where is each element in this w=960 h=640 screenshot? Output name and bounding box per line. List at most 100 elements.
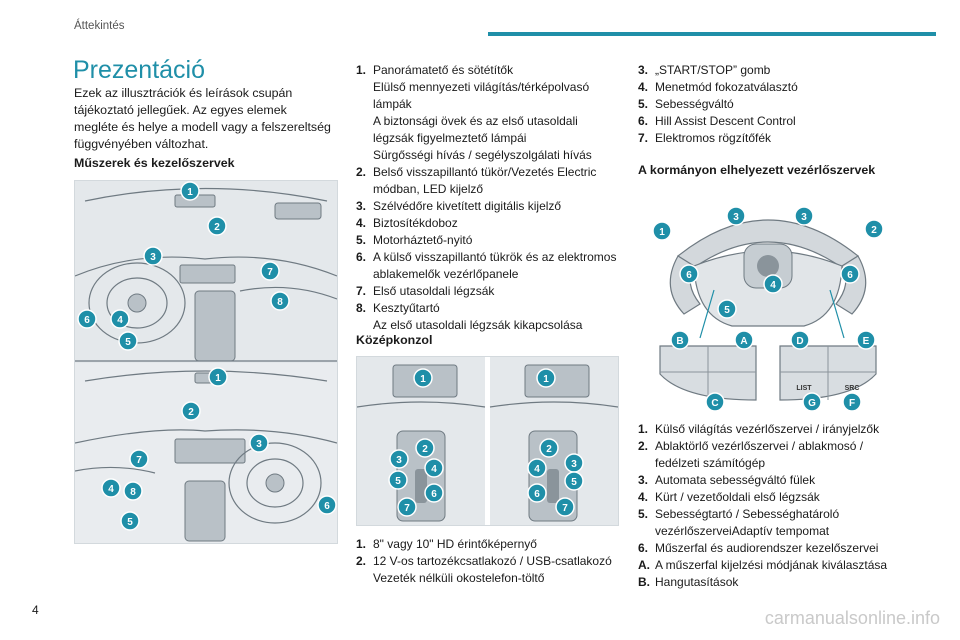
- item-line: Elülső mennyezeti világítás/térképolvasó: [373, 80, 590, 94]
- instruments-heading: Műszerek és kezelőszervek: [74, 156, 235, 170]
- item-line: 12 V-os tartozékcsatlakozó / USB-csatlak…: [373, 554, 612, 568]
- console-list-continued: 3.„START/STOP” gomb 4.Menetmód fokozatvá…: [638, 62, 938, 147]
- item-number: 5.: [356, 233, 367, 247]
- list-item: 7. Elektromos rögzítőfék: [638, 130, 938, 147]
- console-heading: Középkonzol: [356, 333, 433, 347]
- callout-marker: C: [705, 392, 725, 412]
- list-item: 1.8" vagy 10" HD érintőképernyő: [356, 536, 626, 553]
- callout-label: 5: [395, 476, 401, 487]
- page-number: 4: [32, 603, 39, 617]
- callout-label: 7: [404, 503, 410, 514]
- callout-label: 5: [125, 337, 131, 348]
- callout-label: 6: [431, 489, 437, 500]
- callout-label: 5: [571, 477, 577, 488]
- intro-line: tájékoztató jellegűek. Az egyes elemek: [74, 103, 287, 117]
- callout-marker: 4: [763, 274, 783, 294]
- callout-marker: 6: [317, 495, 337, 515]
- callout-marker: 5: [118, 331, 138, 351]
- callout-label: F: [849, 398, 855, 409]
- callout-label: 4: [534, 464, 540, 475]
- item-number: 4.: [356, 216, 367, 230]
- callout-label: 2: [422, 444, 428, 455]
- steering-wheel-illustration: 1 3 3 2 6 6 4 5 LIST SRC B A D E C G F: [644, 196, 892, 416]
- callout-marker: 2: [415, 438, 435, 458]
- intro-line: megléte és helye a modell vagy a felszer…: [74, 120, 331, 134]
- callout-marker: 1: [413, 368, 433, 388]
- item-number: 5.: [638, 97, 649, 111]
- callout-marker: 3: [564, 453, 584, 473]
- item-line: Sebességváltó: [655, 97, 734, 111]
- list-item: 4. Menetmód fokozatválasztó: [638, 79, 938, 96]
- item-number: 7.: [356, 284, 367, 298]
- callout-label: 7: [267, 267, 273, 278]
- intro-line: Ezek az illusztrációk és leírások csupán: [74, 86, 293, 100]
- item-line: Elektromos rögzítőfék: [655, 131, 772, 145]
- item-line: Automata sebességváltó fülek: [655, 473, 816, 487]
- callout-marker: E: [856, 330, 876, 350]
- callout-marker: 4: [424, 458, 444, 478]
- callout-label: 2: [188, 407, 194, 418]
- item-line: Biztosítékdoboz: [373, 216, 458, 230]
- item-number: 6.: [638, 114, 649, 128]
- list-key-label: LIST: [796, 385, 812, 392]
- item-line: Belső visszapillantó tükör/Vezetés Elect…: [373, 165, 597, 179]
- callout-marker: 4: [110, 309, 130, 329]
- callout-label: 8: [130, 487, 136, 498]
- item-line: 8" vagy 10" HD érintőképernyő: [373, 537, 537, 551]
- list-item: 3. Szélvédőre kivetített digitális kijelz…: [356, 198, 626, 215]
- page-title: Prezentáció: [73, 56, 206, 84]
- callout-label: 1: [659, 227, 665, 238]
- callout-label: B: [676, 336, 683, 347]
- callout-marker: 6: [77, 309, 97, 329]
- steering-heading: A kormányon elhelyezett vezérlőszervek: [638, 163, 876, 177]
- callout-label: 4: [108, 484, 114, 495]
- callout-label: 7: [562, 503, 568, 514]
- item-line: Műszerfal és audiorendszer kezelőszervei: [655, 541, 879, 555]
- item-number: 4.: [638, 80, 649, 94]
- callout-label: 1: [215, 373, 221, 384]
- item-number: 1.: [638, 422, 649, 436]
- item-number: 7.: [638, 131, 649, 145]
- callout-marker: 2: [207, 216, 227, 236]
- callout-marker: 3: [794, 206, 814, 226]
- callout-marker: 2: [181, 401, 201, 421]
- callout-marker: 7: [397, 497, 417, 517]
- list-item: 6. Hill Assist Descent Control: [638, 113, 938, 130]
- item-number: 4.: [638, 490, 649, 504]
- callout-label: 5: [127, 517, 133, 528]
- list-item: 7. Első utasoldali légzsák: [356, 283, 626, 300]
- section-header: Áttekintés: [74, 20, 125, 32]
- item-line: Szélvédőre kivetített digitális kijelző: [373, 199, 562, 213]
- center-console-drawing: 1 2 3 4 5 6 7 1 2 4 3 5 6 7: [357, 357, 618, 525]
- callout-marker: 2: [539, 438, 559, 458]
- item-line: Hill Assist Descent Control: [655, 114, 796, 128]
- list-item: 5. Motorháztető-nyitó: [356, 232, 626, 249]
- item-number: 6.: [356, 250, 367, 264]
- callout-label: 1: [543, 374, 549, 385]
- callout-label: 6: [84, 315, 90, 326]
- callout-label: 7: [136, 455, 142, 466]
- item-line: A műszerfal kijelzési módjának kiválaszt…: [655, 558, 888, 572]
- item-line: Menetmód fokozatválasztó: [655, 80, 798, 94]
- callout-label: 3: [256, 439, 262, 450]
- item-line: Motorháztető-nyitó: [373, 233, 473, 247]
- callout-label: 2: [871, 225, 877, 236]
- item-line: fedélzeti számítógép: [655, 456, 766, 470]
- callout-marker: 5: [120, 511, 140, 531]
- center-console-illustration: 1 2 3 4 5 6 7 1 2 4 3 5 6 7: [356, 356, 619, 526]
- callout-marker: 4: [101, 478, 121, 498]
- list-item: 8. Kesztyűtartó Az első utasoldali légzs…: [356, 300, 626, 334]
- list-item: 1. Panorámatető és sötétítők Elülső menn…: [356, 62, 626, 164]
- list-item: 6. A külső visszapillantó tükrök és az e…: [356, 249, 626, 283]
- callout-marker: 7: [555, 497, 575, 517]
- item-line: Első utasoldali légzsák: [373, 284, 495, 298]
- item-line: „START/STOP” gomb: [655, 63, 771, 77]
- callout-label: 3: [396, 455, 402, 466]
- callout-marker: 5: [717, 299, 737, 319]
- callout-label: 3: [571, 459, 577, 470]
- callout-label: 6: [324, 501, 330, 512]
- callout-label: 3: [150, 252, 156, 263]
- item-line: A biztonsági övek és az első utasoldali: [373, 114, 578, 128]
- item-number: 3.: [356, 199, 367, 213]
- callout-marker: 1: [208, 367, 228, 387]
